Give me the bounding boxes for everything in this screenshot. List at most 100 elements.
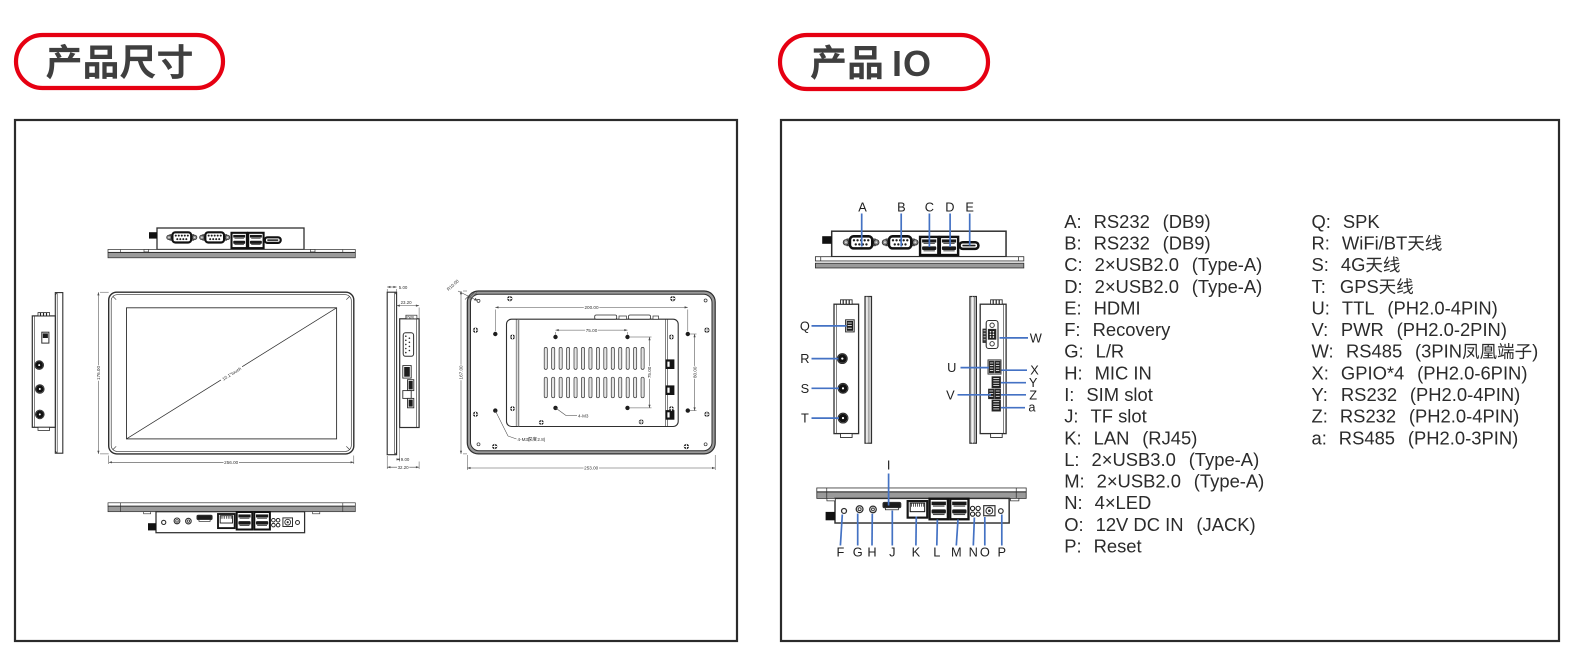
svg-text:RS485: RS485 [1346, 341, 1402, 362]
svg-text:RS232: RS232 [1094, 211, 1150, 232]
svg-text:2×USB2.0: 2×USB2.0 [1097, 471, 1181, 492]
svg-text:T: T [801, 411, 809, 426]
svg-text:(Type-A): (Type-A) [1192, 254, 1263, 275]
svg-text:(PH2.0-4PIN): (PH2.0-4PIN) [1410, 384, 1520, 405]
svg-text:H: H [867, 545, 876, 560]
svg-text:SPK: SPK [1343, 211, 1381, 232]
svg-text:N: N [969, 545, 978, 560]
svg-text:RS232: RS232 [1340, 406, 1396, 427]
svg-text:S:: S: [1312, 254, 1329, 275]
svg-text:U:: U: [1312, 297, 1330, 318]
svg-text:T:: T: [1312, 276, 1326, 297]
svg-text:GPS: GPS [1340, 276, 1379, 297]
svg-text:S: S [801, 381, 810, 396]
svg-text:a:: a: [1312, 427, 1327, 448]
svg-text:C:: C: [1064, 254, 1082, 275]
svg-text:R:: R: [1312, 233, 1330, 254]
svg-text:Z:: Z: [1312, 406, 1328, 427]
svg-text:H:: H: [1064, 362, 1082, 383]
svg-text:A: A [858, 200, 867, 215]
svg-text:PWR: PWR [1341, 319, 1384, 340]
svg-text:MIC IN: MIC IN [1095, 362, 1152, 383]
svg-text:A:: A: [1064, 211, 1081, 232]
svg-text:RS485: RS485 [1339, 427, 1395, 448]
svg-text:O:: O: [1064, 514, 1083, 535]
svg-text:W: W [1030, 330, 1043, 345]
svg-text:(3PIN: (3PIN [1415, 341, 1462, 362]
svg-text:HDMI: HDMI [1094, 297, 1141, 318]
svg-text:(DB9): (DB9) [1163, 211, 1211, 232]
svg-text:TTL: TTL [1342, 297, 1375, 318]
svg-text:G:: G: [1064, 341, 1083, 362]
svg-text:253.00: 253.00 [584, 466, 598, 471]
svg-text:N:: N: [1064, 492, 1082, 513]
svg-text:5.00: 5.00 [399, 285, 408, 290]
svg-text:Y: Y [1029, 375, 1038, 390]
svg-text:F: F [836, 545, 844, 560]
svg-text:GPIO*4: GPIO*4 [1341, 362, 1404, 383]
svg-text:RS232: RS232 [1094, 233, 1150, 254]
svg-text:Recovery: Recovery [1093, 319, 1171, 340]
svg-text:R: R [800, 351, 809, 366]
svg-text:K:: K: [1064, 427, 1081, 448]
svg-text:Y:: Y: [1312, 384, 1328, 405]
svg-text:L/R: L/R [1096, 341, 1125, 362]
svg-text:G: G [853, 545, 863, 560]
svg-text:167.00: 167.00 [459, 365, 464, 379]
svg-text:a: a [1028, 400, 1036, 415]
svg-text:Q:: Q: [1312, 211, 1331, 232]
svg-text:I: I [887, 457, 891, 472]
svg-text:(PH2.0-4PIN): (PH2.0-4PIN) [1387, 297, 1497, 318]
svg-text:J: J [889, 545, 895, 560]
svg-text:LAN: LAN [1094, 427, 1130, 448]
svg-text:4-M3(: 4-M3( [518, 437, 530, 442]
svg-text:V:: V: [1312, 319, 1329, 340]
svg-text:4×LED: 4×LED [1095, 492, 1152, 513]
svg-text:256.00: 256.00 [224, 460, 238, 465]
svg-text:80.00: 80.00 [692, 366, 697, 378]
svg-text:I:: I: [1064, 384, 1074, 405]
svg-text:X:: X: [1312, 362, 1329, 383]
svg-text:): ) [1532, 341, 1538, 362]
svg-text:4G: 4G [1341, 254, 1366, 275]
svg-text:(Type-A): (Type-A) [1189, 449, 1260, 470]
svg-text:2.8): 2.8) [537, 437, 545, 442]
svg-text:D: D [945, 200, 954, 215]
svg-text:2×USB3.0: 2×USB3.0 [1092, 449, 1176, 470]
svg-text:E:: E: [1064, 297, 1081, 318]
svg-text:P: P [998, 545, 1007, 560]
svg-text:(Type-A): (Type-A) [1192, 276, 1263, 297]
svg-text:9.00: 9.00 [401, 457, 410, 462]
svg-text:23.20: 23.20 [401, 300, 413, 305]
svg-text:RS232: RS232 [1341, 384, 1397, 405]
svg-text:2×USB2.0: 2×USB2.0 [1095, 254, 1179, 275]
svg-text:M:: M: [1064, 471, 1084, 492]
svg-text:J:: J: [1064, 406, 1078, 427]
svg-text:SIM slot: SIM slot [1086, 384, 1152, 405]
svg-text:TF slot: TF slot [1091, 406, 1147, 427]
svg-text:E: E [965, 200, 974, 215]
svg-text:V: V [946, 387, 955, 402]
svg-text:L: L [933, 545, 940, 560]
svg-text:2×USB2.0: 2×USB2.0 [1095, 276, 1179, 297]
svg-text:K: K [912, 545, 921, 560]
svg-text:32.20: 32.20 [398, 465, 410, 470]
svg-text:WiFi/BT: WiFi/BT [1342, 233, 1407, 254]
svg-text:L:: L: [1064, 449, 1079, 470]
svg-text:75.00: 75.00 [586, 328, 598, 333]
svg-text:Reset: Reset [1094, 536, 1142, 557]
svg-text:Q: Q [800, 319, 810, 334]
svg-text:Z: Z [1029, 387, 1037, 402]
svg-text:(RJ45): (RJ45) [1142, 427, 1197, 448]
svg-text:(PH2.0-4PIN): (PH2.0-4PIN) [1409, 406, 1519, 427]
svg-text:PWR: PWR [407, 315, 415, 319]
svg-text:(JACK): (JACK) [1196, 514, 1255, 535]
svg-text:B: B [897, 200, 906, 215]
svg-text:C: C [925, 200, 934, 215]
svg-text:F:: F: [1064, 319, 1080, 340]
svg-text:P:: P: [1064, 536, 1081, 557]
svg-text:(DB9): (DB9) [1163, 233, 1211, 254]
svg-text:M: M [951, 545, 962, 560]
svg-text:12V DC IN: 12V DC IN [1096, 514, 1184, 535]
svg-text:D:: D: [1064, 276, 1082, 297]
